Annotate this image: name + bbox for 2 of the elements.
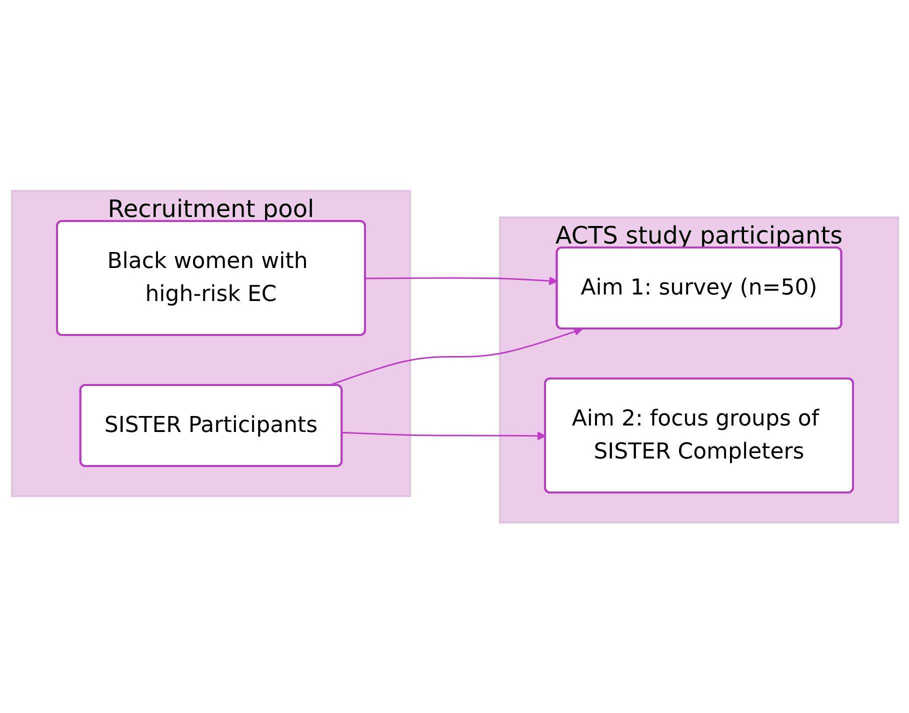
- arrow: [342, 431, 546, 440]
- arrow: [365, 276, 558, 286]
